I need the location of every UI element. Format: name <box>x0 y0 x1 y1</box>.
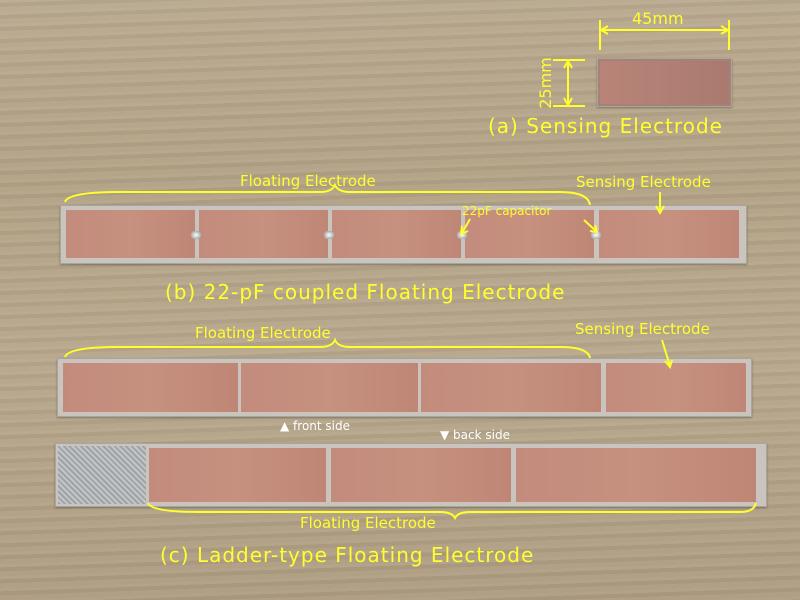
floating-pad <box>63 363 238 412</box>
sensing-electrode-label-c: Sensing Electrode <box>575 320 710 338</box>
floating-pad <box>421 363 601 412</box>
width-dimension-label: 45mm <box>632 9 684 28</box>
floating-pad <box>66 210 195 258</box>
sensing-pad <box>606 363 746 412</box>
sensing-pad <box>599 210 739 258</box>
ladder-electrode-front <box>57 358 752 417</box>
back-side-label: ▼ back side <box>440 428 510 442</box>
ladder-electrode-back <box>55 443 767 507</box>
sensing-electrode-a <box>597 58 732 107</box>
floating-pad <box>516 448 756 502</box>
capacitor <box>191 231 201 239</box>
front-side-label: ▲ front side <box>280 419 350 433</box>
width-dimension-arrow <box>598 20 731 50</box>
capacitor <box>324 231 334 239</box>
sensing-electrode-label-b: Sensing Electrode <box>576 173 711 191</box>
floating-pad <box>331 448 511 502</box>
floating-electrode-label-c-bottom: Floating Electrode <box>300 514 436 532</box>
caption-a: (a) Sensing Electrode <box>488 114 723 138</box>
floating-pad <box>149 448 326 502</box>
height-dimension-arrow <box>553 58 585 108</box>
brace-b <box>64 182 591 206</box>
floating-pad <box>199 210 328 258</box>
arrow-sensing-b <box>655 192 665 216</box>
coupled-electrode-strip <box>60 205 747 264</box>
arrow-sensing-c <box>661 339 673 370</box>
floating-pad <box>332 210 461 258</box>
arrow-capacitor-1 <box>459 218 471 236</box>
copper-pad <box>600 61 729 104</box>
capacitor-label: 22pF capacitor <box>462 204 552 218</box>
floating-electrode-label-c-top: Floating Electrode <box>195 324 331 342</box>
mesh-area <box>58 446 146 504</box>
brace-c-top <box>64 337 591 359</box>
capacitor <box>457 231 467 239</box>
floating-electrode-label-b: Floating Electrode <box>240 172 376 190</box>
arrow-capacitor-2 <box>583 219 599 234</box>
floating-pad <box>241 363 418 412</box>
caption-b: (b) 22-pF coupled Floating Electrode <box>165 280 566 304</box>
capacitor <box>591 231 601 239</box>
caption-c: (c) Ladder-type Floating Electrode <box>160 543 535 567</box>
floating-pad <box>465 210 594 258</box>
brace-c-bottom <box>147 502 757 521</box>
